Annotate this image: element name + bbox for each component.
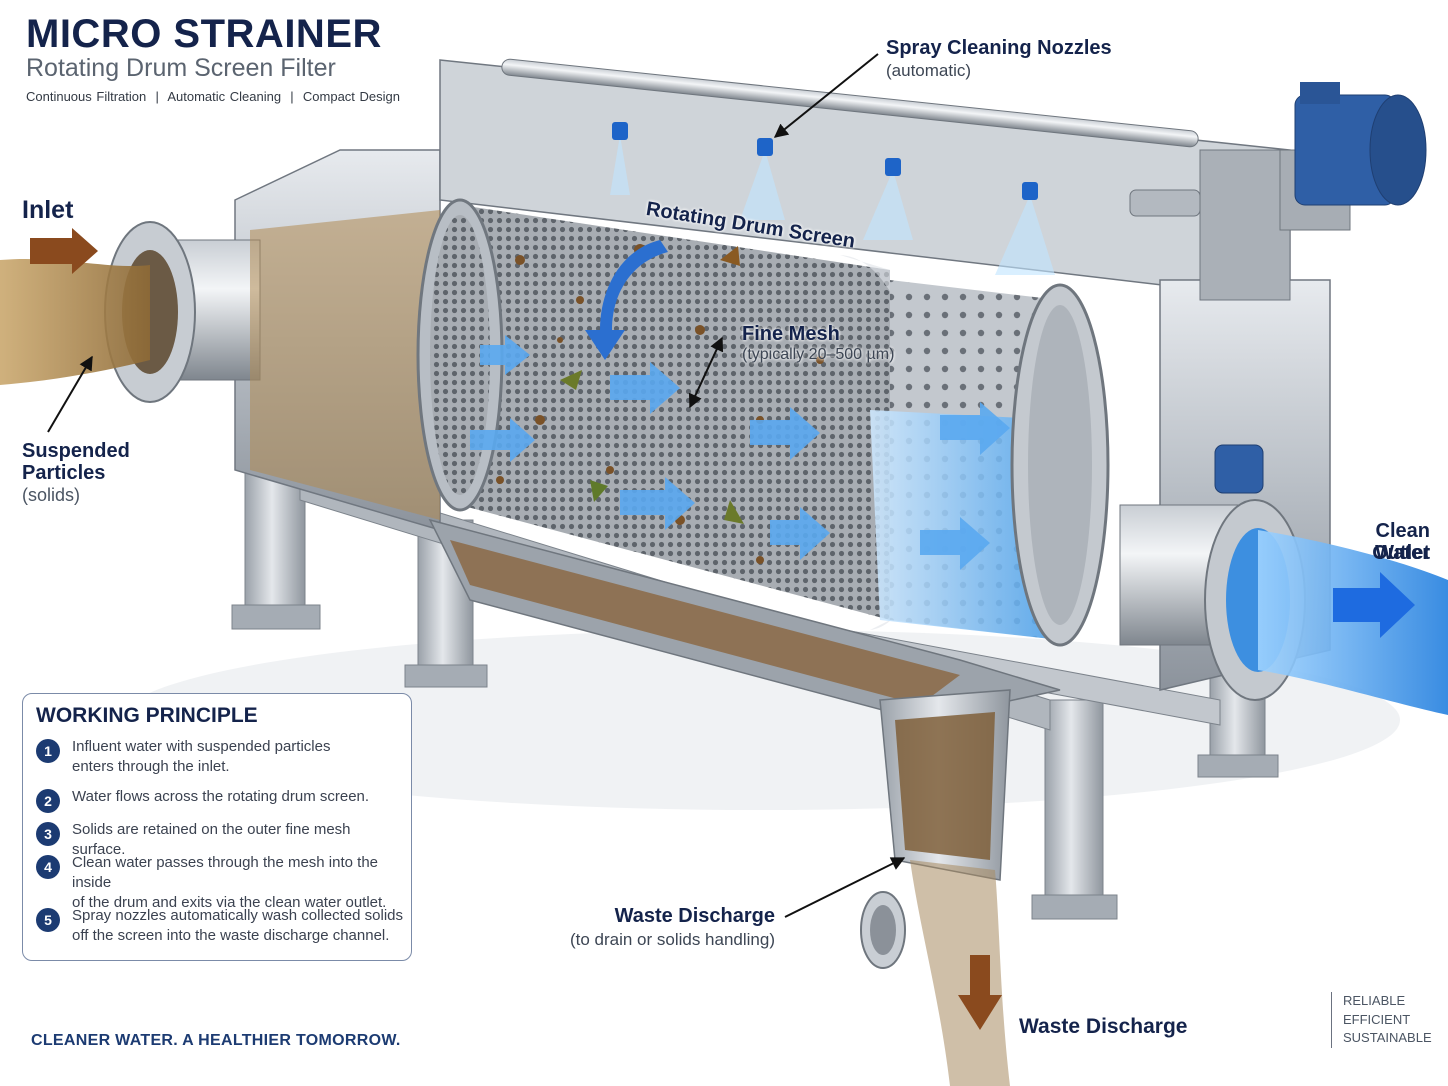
spray-nozzles: [610, 122, 1055, 275]
drive-motor: [1214, 82, 1427, 494]
waste-discharge-label: Waste Discharge: [614, 905, 775, 927]
step-text-line2: off the screen into the waste discharge …: [72, 927, 390, 944]
inlet-label: Inlet: [22, 196, 74, 224]
step-text-line2: of the drum and exits via the clean wate…: [72, 894, 387, 911]
working-principle-title: WORKING PRINCIPLE: [36, 704, 258, 727]
principle-step: 4 Clean water passes through the mesh in…: [36, 853, 408, 913]
inlet-chamber-water: [250, 210, 440, 520]
step-text-line1: Clean water passes through the mesh into…: [72, 854, 379, 891]
principle-step: 5 Spray nozzles automatically wash colle…: [36, 906, 408, 946]
footer-slogan: CLEANER WATER. A HEALTHIER TOMORROW.: [31, 1032, 401, 1049]
page-title: MICRO STRAINER: [26, 12, 382, 56]
suspended-particles-sublabel: (solids): [22, 485, 81, 505]
step-text-line2: enters through the inlet.: [72, 758, 230, 775]
clean-water-chamber: [870, 280, 1110, 647]
suspended-particles-label-line2: Particles: [22, 462, 106, 484]
spray-bar: [501, 58, 1201, 217]
spray-nozzles-label: Spray Cleaning Nozzles: [886, 37, 1112, 59]
step-number-badge: 4: [36, 855, 60, 879]
waste-discharge-sublabel: (to drain or solids handling): [569, 930, 775, 949]
fine-mesh-label: Fine Mesh: [742, 323, 840, 345]
step-number-badge: 2: [36, 789, 60, 813]
outlet-clean-flow: [1258, 530, 1448, 715]
step-number-badge: 3: [36, 822, 60, 846]
leader-lines: [47, 53, 906, 918]
principle-step: 1 Influent water with suspended particle…: [36, 737, 408, 777]
step-text-line1: Influent water with suspended particles: [72, 738, 331, 755]
brand-value: EFFICIENT: [1343, 1011, 1411, 1027]
step-text-line1: Water flows across the rotating drum scr…: [72, 788, 370, 805]
step-number-badge: 1: [36, 739, 60, 763]
inlet-arrow: [30, 228, 98, 274]
principle-step: 2 Water flows across the rotating drum s…: [36, 787, 408, 813]
outlet-arrow: [1333, 572, 1415, 638]
step-number-badge: 5: [36, 908, 60, 932]
waste-discharge-bottom-label: Waste Discharge: [1019, 1015, 1188, 1038]
brand-value: SUSTAINABLE: [1343, 1030, 1432, 1045]
working-principle-panel: WORKING PRINCIPLE 1 Influent water with …: [22, 693, 412, 961]
feature-tagline: Continuous Filtration | Automatic Cleani…: [26, 89, 400, 104]
rotation-arrow: [585, 240, 668, 360]
step-text-line1: Solids are retained on the outer fine me…: [72, 821, 351, 858]
clean-water-outlet-label-line1: Clean Water: [1375, 520, 1430, 564]
clean-water-outlet-label-line2: Outlet: [1372, 542, 1430, 564]
inlet-dirty-flow: [0, 258, 150, 385]
waste-flow: [860, 860, 1010, 1086]
retained-solids: [496, 244, 824, 564]
spray-nozzles-sublabel: (automatic): [886, 61, 972, 80]
suspended-particles-label-line1: Suspended: [22, 440, 130, 462]
brand-value: RELIABLE: [1343, 993, 1406, 1008]
flow-arrows: [470, 335, 1010, 570]
principle-step: 3 Solids are retained on the outer fine …: [36, 820, 408, 860]
step-text-line1: Spray nozzles automatically wash collect…: [72, 907, 403, 924]
page-subtitle: Rotating Drum Screen Filter: [26, 54, 336, 82]
brand-values: RELIABLE EFFICIENT SUSTAINABLE: [1331, 992, 1432, 1048]
waste-arrow: [958, 955, 1002, 1030]
fine-mesh-sublabel: (typically 20–500 µm): [742, 346, 895, 363]
